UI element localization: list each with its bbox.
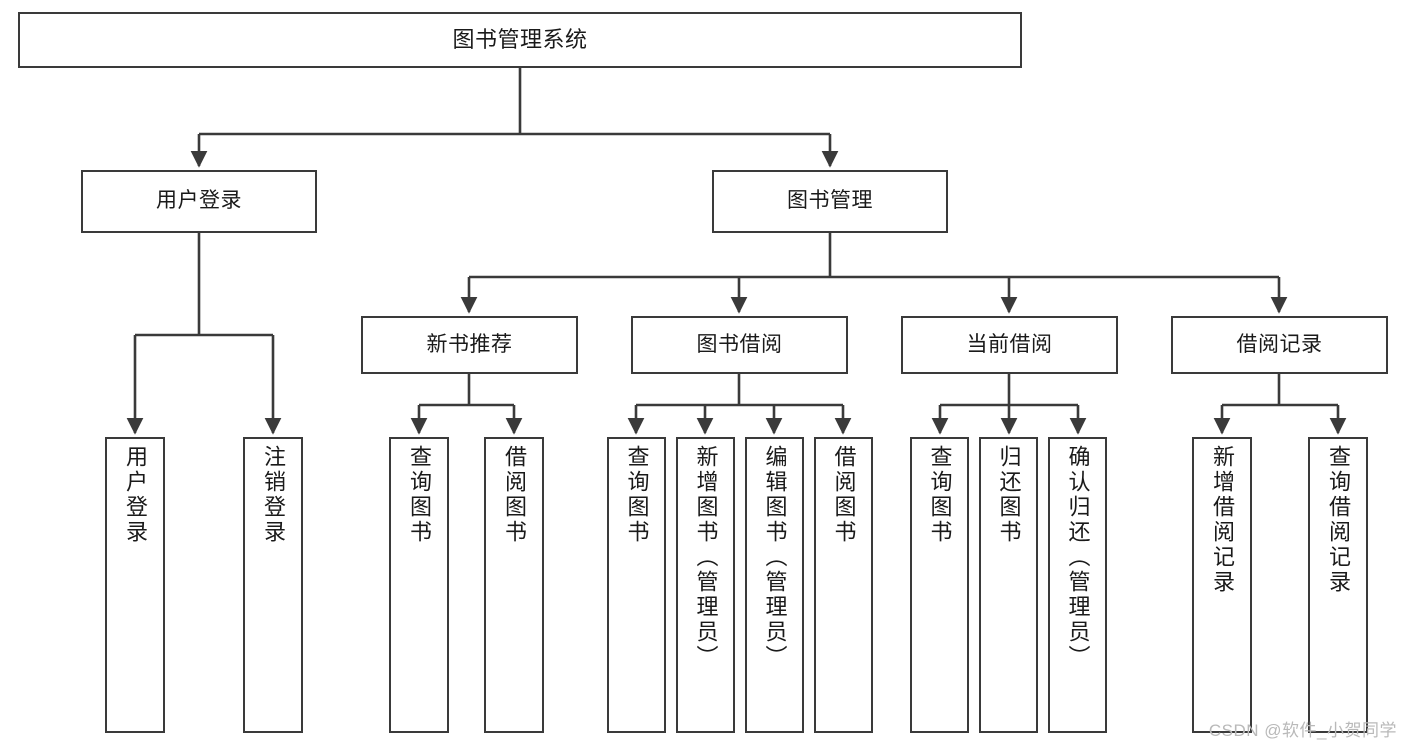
node-leaf-return-book[interactable]: 归还图书 bbox=[979, 437, 1038, 733]
node-leaf-confirm-return[interactable]: 确认归还（管理员） bbox=[1048, 437, 1107, 733]
node-label: 新书推荐 bbox=[426, 332, 513, 356]
node-label: 确认归还（管理员） bbox=[1065, 445, 1091, 670]
node-current-borrow[interactable]: 当前借阅 bbox=[901, 316, 1118, 374]
node-label: 图书管理 bbox=[787, 189, 873, 213]
node-leaf-query-borrow-record[interactable]: 查询借阅记录 bbox=[1308, 437, 1368, 733]
node-label: 借阅记录 bbox=[1236, 332, 1323, 356]
node-label: 用户登录 bbox=[156, 189, 242, 213]
node-label: 编辑图书（管理员） bbox=[762, 445, 788, 670]
node-borrow-record[interactable]: 借阅记录 bbox=[1171, 316, 1388, 374]
node-label: 借阅图书 bbox=[831, 445, 857, 545]
node-leaf-borrow-book-recommend[interactable]: 借阅图书 bbox=[484, 437, 544, 733]
node-leaf-user-login[interactable]: 用户登录 bbox=[105, 437, 165, 733]
node-root-book-management-system[interactable]: 图书管理系统 bbox=[18, 12, 1022, 68]
node-label: 查询借阅记录 bbox=[1326, 445, 1351, 595]
node-leaf-borrow-book[interactable]: 借阅图书 bbox=[814, 437, 873, 733]
node-leaf-add-borrow-record[interactable]: 新增借阅记录 bbox=[1192, 437, 1252, 733]
node-book-borrow[interactable]: 图书借阅 bbox=[631, 316, 848, 374]
node-label: 当前借阅 bbox=[966, 332, 1053, 356]
node-label: 注销登录 bbox=[261, 445, 286, 545]
node-label: 查询图书 bbox=[927, 445, 953, 545]
node-leaf-query-book-recommend[interactable]: 查询图书 bbox=[389, 437, 449, 733]
node-leaf-query-book-current[interactable]: 查询图书 bbox=[910, 437, 969, 733]
csdn-watermark: CSDN @软件_小贺同学 bbox=[1208, 721, 1397, 740]
node-leaf-add-book[interactable]: 新增图书（管理员） bbox=[676, 437, 735, 733]
node-new-book-recommend[interactable]: 新书推荐 bbox=[361, 316, 578, 374]
node-label: 新增图书（管理员） bbox=[693, 445, 719, 670]
node-label: 借阅图书 bbox=[502, 445, 527, 545]
node-label: 图书管理系统 bbox=[452, 27, 588, 53]
node-label: 图书借阅 bbox=[696, 332, 783, 356]
node-label: 用户登录 bbox=[123, 445, 148, 545]
node-label: 查询图书 bbox=[407, 445, 432, 545]
node-leaf-edit-book[interactable]: 编辑图书（管理员） bbox=[745, 437, 804, 733]
node-leaf-user-logout[interactable]: 注销登录 bbox=[243, 437, 303, 733]
node-book-manage[interactable]: 图书管理 bbox=[712, 170, 948, 233]
node-label: 新增借阅记录 bbox=[1210, 445, 1235, 595]
node-label: 归还图书 bbox=[996, 445, 1022, 545]
node-leaf-query-book-borrow[interactable]: 查询图书 bbox=[607, 437, 666, 733]
node-user-login[interactable]: 用户登录 bbox=[81, 170, 317, 233]
node-label: 查询图书 bbox=[624, 445, 650, 545]
